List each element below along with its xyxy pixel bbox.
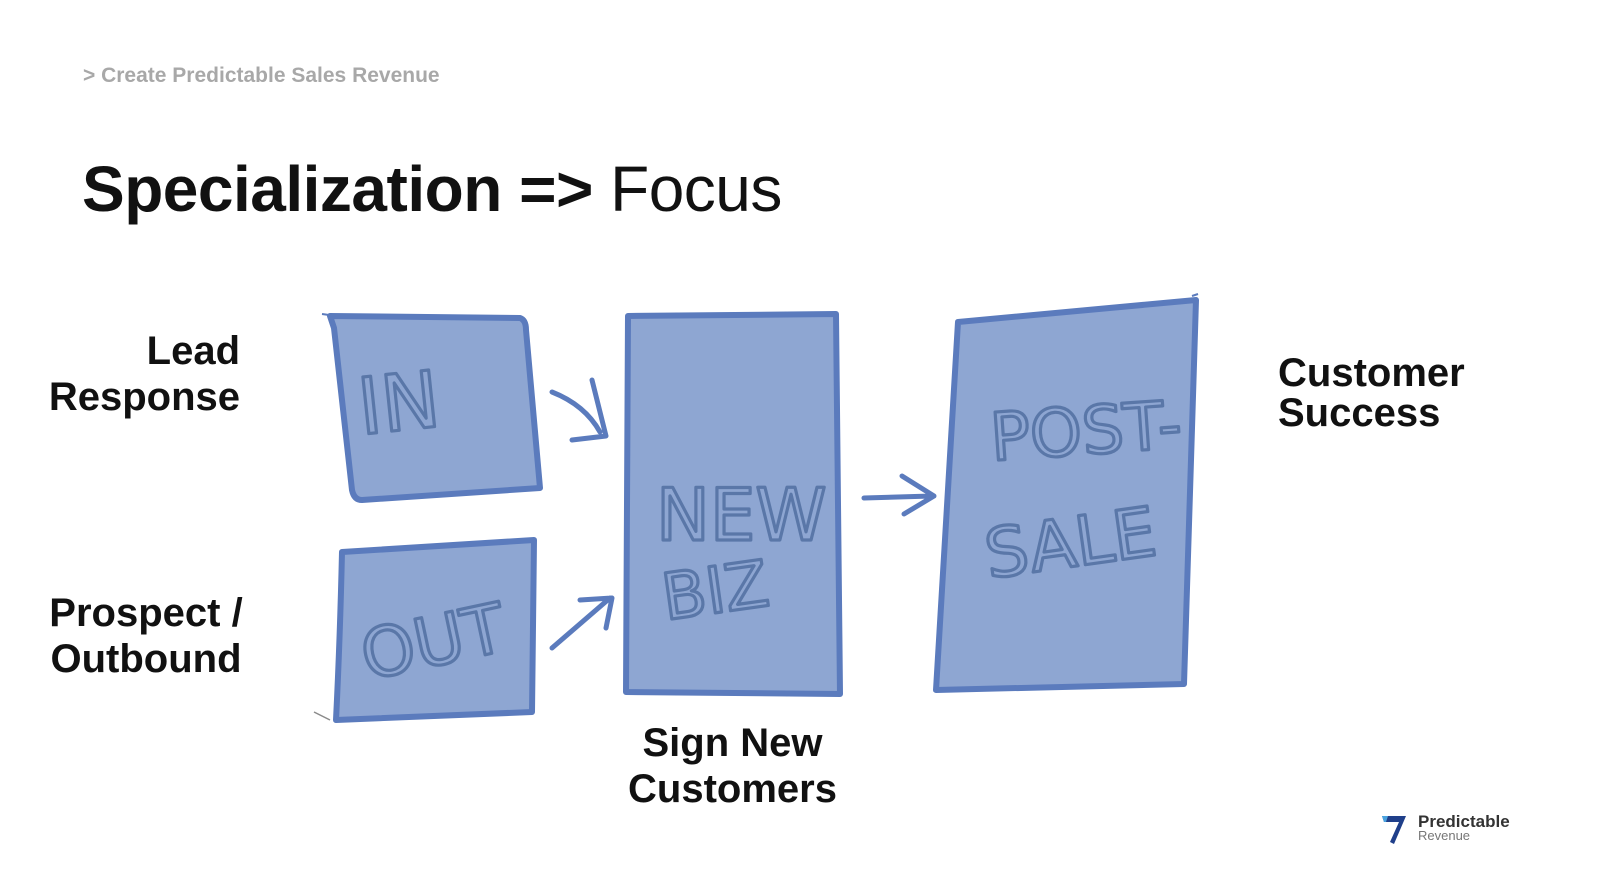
- label-sign-new-customers-line2: Customers: [628, 767, 837, 811]
- arrow-new-biz-to-post-sale: [861, 473, 937, 517]
- logo-text-line2: Revenue: [1418, 828, 1471, 843]
- label-prospect-outbound: Prospect / Outbound: [40, 590, 252, 682]
- slide-title: Specialization => Focus: [82, 152, 782, 226]
- predictable-revenue-logo: Predictable Revenue: [1380, 812, 1510, 846]
- logo-text-line1: Predictable: [1418, 812, 1510, 831]
- title-normal: Focus: [610, 153, 782, 225]
- arrow-in-to-new-biz: [549, 377, 609, 443]
- label-prospect-outbound-line1: Prospect /: [49, 591, 243, 635]
- box-in-label: IN: [354, 355, 444, 453]
- label-sign-new-customers-line1: Sign New: [642, 721, 823, 765]
- box-new-biz-label-2: BIZ: [658, 548, 774, 636]
- logo-mark-icon: [1382, 816, 1406, 844]
- label-customer-success-line2: Success: [1278, 391, 1441, 435]
- label-lead-response: Lead Response: [40, 328, 240, 420]
- box-new-biz-label-1: NEW: [656, 473, 827, 557]
- title-bold: Specialization =>: [82, 153, 593, 225]
- label-lead-response-line1: Lead: [146, 329, 240, 373]
- label-prospect-outbound-line2: Outbound: [50, 637, 242, 681]
- box-out: OUT: [313, 537, 537, 723]
- box-in: IN: [321, 313, 543, 503]
- box-post-sale: POST- SALE: [933, 293, 1199, 693]
- label-sign-new-customers: Sign New Customers: [600, 720, 865, 812]
- box-post-sale-label-1: POST-: [988, 386, 1185, 476]
- box-new-biz: NEW BIZ: [623, 311, 843, 697]
- label-customer-success: Customer Success: [1278, 353, 1538, 433]
- arrow-out-to-new-biz: [549, 595, 615, 651]
- label-lead-response-line2: Response: [48, 375, 240, 419]
- breadcrumb: > Create Predictable Sales Revenue: [83, 64, 440, 87]
- label-customer-success-line1: Customer: [1278, 351, 1465, 395]
